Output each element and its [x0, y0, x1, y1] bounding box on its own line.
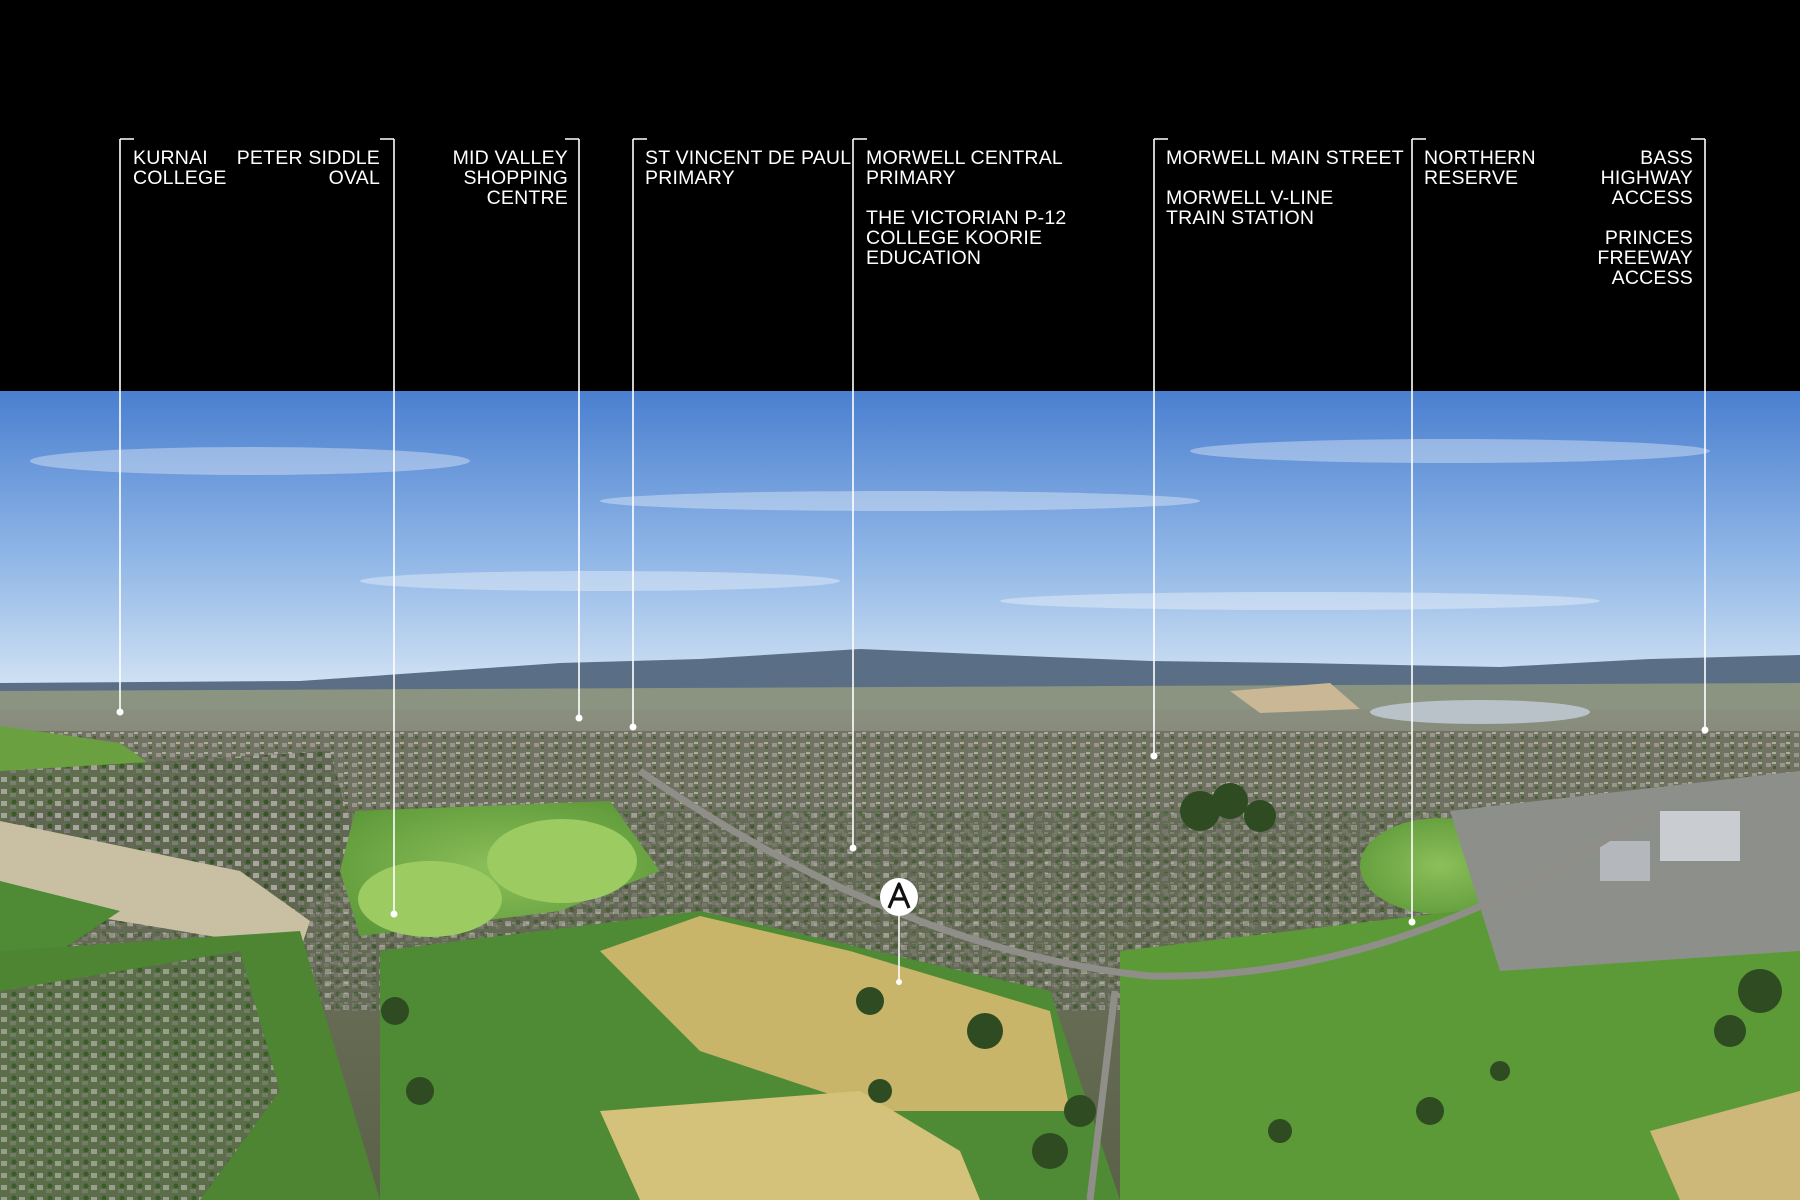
- callout-kurnai-college: KURNAI COLLEGE: [133, 148, 227, 188]
- callout-line-text: RESERVE: [1424, 167, 1519, 189]
- callout-line-text: OVAL: [328, 167, 380, 189]
- callout-morwell-central-primary: MORWELL CENTRAL PRIMARY THE VICTORIAN P-…: [866, 148, 1066, 268]
- callout-line-text: PRIMARY: [866, 167, 956, 189]
- callout-line-text: TRAIN STATION: [1166, 207, 1315, 229]
- callout-line-text: KURNAI: [133, 147, 208, 169]
- callout-line-text: COLLEGE: [133, 167, 227, 189]
- callout-line-text: THE VICTORIAN P-12: [866, 207, 1067, 229]
- aerial-panorama: [0, 391, 1800, 1200]
- callout-gap: [866, 188, 1066, 208]
- callout-line-text: PRIMARY: [645, 167, 735, 189]
- callout-line-text: PETER SIDDLE: [236, 147, 380, 169]
- callout-line-text: FREEWAY: [1597, 247, 1693, 269]
- callout-line-text: ST VINCENT DE PAUL: [645, 147, 852, 169]
- callout-line-text: ACCESS: [1611, 187, 1693, 209]
- callout-line-text: HIGHWAY: [1600, 167, 1693, 189]
- callout-line-text: MORWELL V-LINE: [1166, 187, 1334, 209]
- callout-line-text: EDUCATION: [866, 247, 982, 269]
- callout-st-vincent-de-paul-primary: ST VINCENT DE PAUL PRIMARY: [645, 148, 851, 188]
- callout-northern-reserve: NORTHERN RESERVE: [1424, 148, 1536, 188]
- callout-line-text: ACCESS: [1611, 267, 1693, 289]
- callout-line-text: NORTHERN: [1424, 147, 1536, 169]
- callout-line-text: COLLEGE KOORIE: [866, 227, 1043, 249]
- callout-line-text: PRINCES: [1604, 227, 1693, 249]
- callout-line-text: SHOPPING: [463, 167, 568, 189]
- callout-gap: [1597, 208, 1693, 228]
- callout-peter-siddle-oval: PETER SIDDLE OVAL: [237, 148, 380, 188]
- callout-bass-highway-access: BASS HIGHWAY ACCESS PRINCES FREEWAY ACCE…: [1597, 148, 1693, 288]
- callout-line-text: MID VALLEY: [452, 147, 568, 169]
- callout-line-text: BASS: [1640, 147, 1693, 169]
- callout-mid-valley-shopping-centre: MID VALLEY SHOPPING CENTRE: [453, 148, 568, 208]
- header-band: [0, 0, 1800, 391]
- callout-line-text: MORWELL MAIN STREET: [1166, 147, 1404, 169]
- callout-line-text: MORWELL CENTRAL: [866, 147, 1063, 169]
- callout-gap: [1166, 168, 1404, 188]
- callout-morwell-main-street: MORWELL MAIN STREET MORWELL V-LINE TRAIN…: [1166, 148, 1404, 228]
- callout-line-text: CENTRE: [486, 187, 568, 209]
